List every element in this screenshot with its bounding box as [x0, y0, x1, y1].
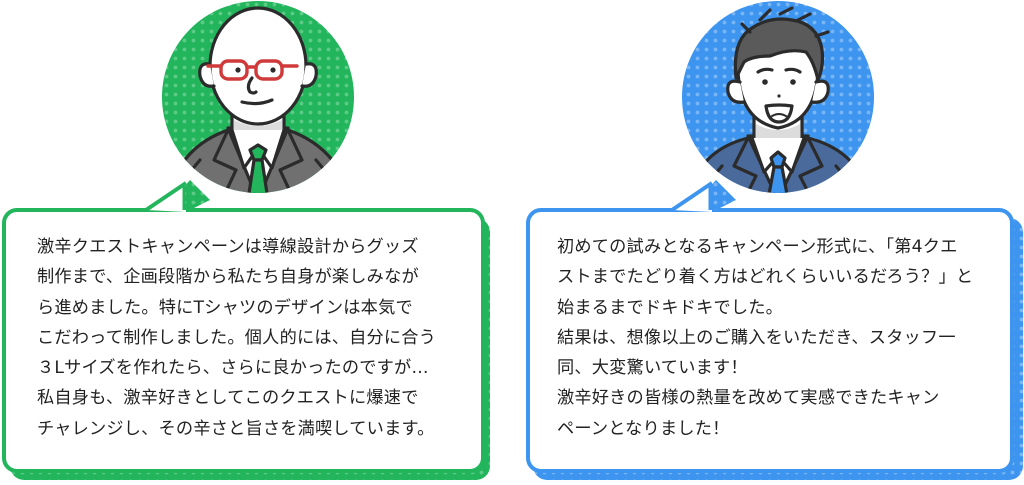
text-line: 激辛クエストキャンペーンは導線設計からグッズ — [37, 237, 419, 257]
text-line: 結果は、想像以上のご購入をいただき、スタッフ一 — [557, 327, 956, 348]
text-line: チャレンジし、その辛さと旨さを満喫しています。 — [37, 418, 435, 439]
testimonial-card-left: 激辛クエストキャンペーンは導線設計からグッズ 制作まで、企画段階から私たち自身が… — [0, 0, 500, 485]
text-line: 同、大変驚いています！ — [557, 358, 748, 379]
text-line: 激辛好きの皆様の熱量を改めて実感できたキャン — [557, 388, 940, 409]
avatar-young-man — [682, 1, 874, 193]
text-line: こだわって制作しました。個人的には、自分に合う — [37, 327, 437, 348]
testimonial-text-left: 激辛クエストキャンペーンは導線設計からグッズ 制作まで、企画段階から私たち自身が… — [37, 232, 436, 444]
text-line: 制作まで、企画段階から私たち自身が楽しみなが — [37, 267, 419, 288]
text-line: ストまでたどり着く方はどれくらいいるだろう？」と — [557, 267, 974, 288]
testimonial-card-right: 初めての試みとなるキャンペーン形式に、「第4クエ ストまでたどり着く方はどれくら… — [520, 0, 1024, 485]
speech-bubble-left — [2, 180, 490, 480]
text-line: ペーンとなりました！ — [557, 418, 730, 439]
testimonial-text-right: 初めての試みとなるキャンペーン形式に、「第4クエ ストまでたどり着く方はどれくら… — [557, 232, 973, 444]
text-line: ３Lサイズを作れたら、さらに良かったのですが… — [37, 358, 429, 379]
text-line: ら進めました。特にTシャツのデザインは本気で — [37, 297, 413, 318]
avatar-bald-man — [162, 1, 354, 193]
speech-bubble-right — [526, 180, 1023, 480]
text-line: 初めての試みとなるキャンペーン形式に、「第4クエ — [557, 237, 958, 257]
text-line: 私自身も、激辛好きとしてこのクエストに爆速で — [37, 388, 419, 409]
text-line: 始まるまでドキドキでした。 — [557, 297, 784, 318]
